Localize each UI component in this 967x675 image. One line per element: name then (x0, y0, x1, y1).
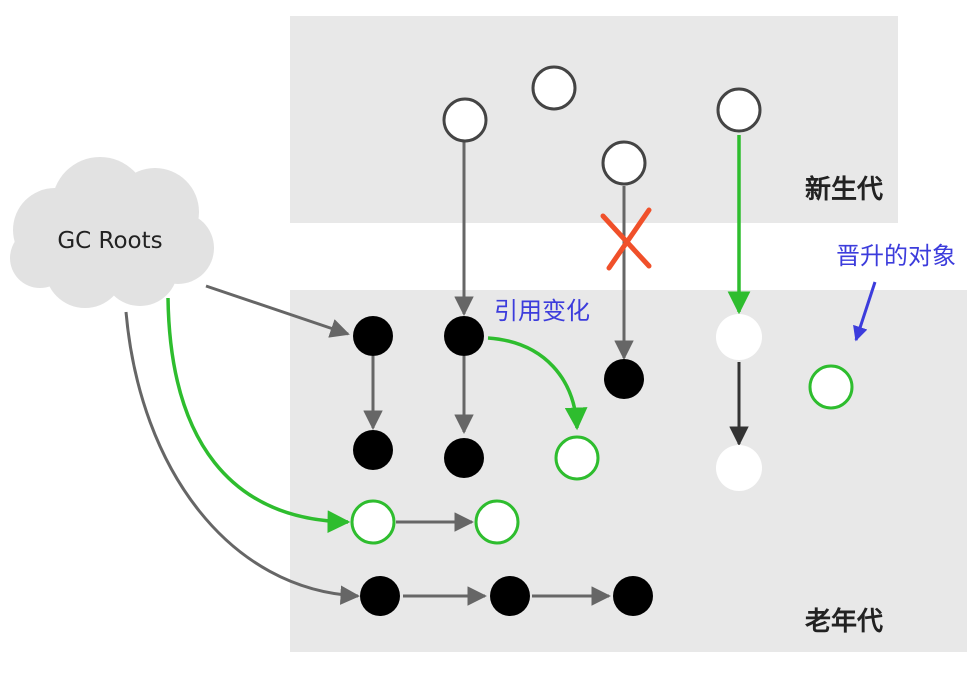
old-object-new (350, 499, 396, 545)
reference-change-label: 引用变化 (494, 297, 590, 325)
promoted-object-label: 晋升的对象 (836, 242, 956, 270)
young-object (442, 97, 488, 143)
old-object-reachable (613, 576, 653, 616)
young-object (716, 87, 762, 133)
old-object-reachable (353, 430, 393, 470)
old-object-reachable (604, 359, 644, 399)
old-object-new (474, 499, 520, 545)
young-object (531, 65, 577, 111)
edge-reference-change (487, 336, 588, 431)
promoted-object (808, 364, 854, 410)
old-object-unmarked (716, 314, 762, 360)
old-object-reachable (360, 576, 400, 616)
old-object-reachable (490, 576, 530, 616)
old-object-new (554, 435, 600, 481)
young-object (601, 140, 647, 186)
edge-roots-to-new-e (166, 297, 351, 534)
old-object-reachable (444, 438, 484, 478)
old-generation-label: 老年代 (805, 606, 883, 637)
promoted-object-pointer (853, 281, 877, 342)
old-object-unmarked (716, 445, 762, 491)
gc-roots-label: GC Roots (57, 228, 162, 254)
old-object-reachable (353, 316, 393, 356)
edge-roots-to-old-a (205, 284, 350, 338)
young-generation-region (290, 16, 898, 223)
old-object-reachable (444, 316, 484, 356)
gc-roots-cloud: GC Roots (10, 157, 214, 308)
young-generation-label: 新生代 (805, 174, 883, 205)
removed-reference-x-icon (600, 207, 652, 271)
edge-roots-to-old-g (124, 311, 360, 605)
